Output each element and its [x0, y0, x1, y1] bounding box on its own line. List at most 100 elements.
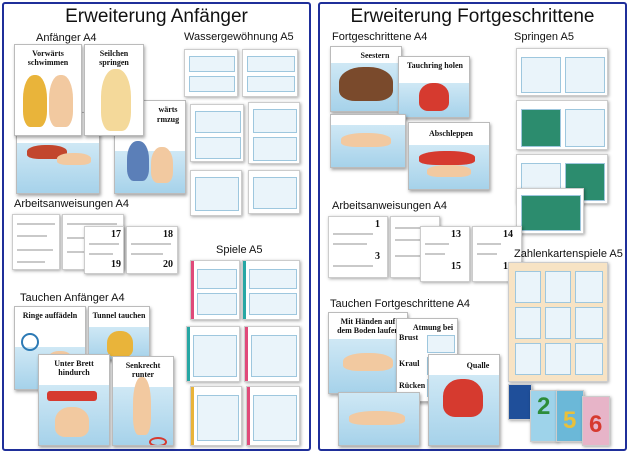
- card-label: rmzug: [156, 115, 180, 124]
- card-label: Rücken: [399, 381, 426, 390]
- worksheet: [242, 49, 298, 97]
- swimmer-figure: [349, 411, 405, 425]
- section-label-tauchen-fortgeschrittene: Tauchen Fortgeschrittene A4: [330, 298, 471, 310]
- game-sheet: [242, 260, 300, 320]
- number-card: [508, 384, 532, 420]
- card-digit: 2: [537, 393, 551, 420]
- child-figure: [55, 407, 89, 437]
- sheet-number: 14: [503, 229, 513, 240]
- section-label-springen: Springen A5: [514, 31, 574, 43]
- card-back-tauchen: [338, 392, 420, 446]
- card-label: Abschleppen: [428, 129, 473, 138]
- jump-sheet: [516, 100, 608, 150]
- card-vorwaerts-schwimmen: Vorwärts schwimmen: [14, 44, 82, 136]
- instruction-sheet: [12, 214, 60, 270]
- card-back-fortgeschrittene: [330, 114, 406, 168]
- child-figure: [151, 147, 173, 183]
- sheet-number: 18: [163, 229, 173, 240]
- panel-title: Erweiterung Fortgeschrittene: [350, 6, 595, 27]
- card-label: Unter Brett hindurch: [54, 359, 94, 377]
- card-label: Seestern: [360, 51, 390, 60]
- number-card: 6: [582, 396, 610, 446]
- sheet-number: 19: [111, 259, 121, 270]
- section-label-arbeitsanweisungen-f: Arbeitsanweisungen A4: [332, 200, 447, 212]
- section-label-fortgeschrittene: Fortgeschrittene A4: [332, 31, 428, 43]
- swimmer-figure: [427, 165, 471, 177]
- card-digit: 5: [563, 407, 577, 434]
- swimmer-figure: [57, 153, 91, 165]
- card-label: Vorwärts schwimmen: [27, 49, 69, 67]
- card-seestern: Seestern: [330, 46, 402, 112]
- number-card: 5: [556, 390, 584, 442]
- sheet-number: 15: [451, 261, 461, 272]
- panel-fortgeschrittene: Erweiterung Fortgeschrittene Fortgeschri…: [318, 2, 627, 451]
- game-sheet: [190, 386, 242, 446]
- panel-title: Erweiterung Anfänger: [65, 6, 248, 27]
- worksheet: [248, 102, 300, 164]
- card-label: Brust: [399, 333, 419, 342]
- child-figure: [419, 83, 449, 111]
- game-sheet: [186, 326, 240, 382]
- card-label: Senkrecht runter: [125, 361, 161, 379]
- number-card: 2: [530, 390, 558, 442]
- card-label: Atmung bei: [412, 323, 454, 332]
- game-sheet: [244, 326, 300, 382]
- sheet-number: 20: [163, 259, 173, 270]
- card-tauchring-holen: Tauchring holen: [398, 56, 470, 118]
- card-label: Tunnel tauchen: [92, 311, 146, 320]
- section-label-anfaenger: Anfänger A4: [36, 32, 97, 44]
- card-tunnel-tauchen: Tunnel tauchen: [88, 306, 150, 360]
- card-label: Ringe auffädeln: [22, 311, 78, 320]
- child-figure: [127, 141, 149, 181]
- instruction-sheet: 13 15: [420, 226, 470, 282]
- swimmer-figure: [339, 67, 393, 101]
- child-figure: [49, 75, 73, 127]
- child-figure: [133, 377, 151, 435]
- card-qualle: Qualle: [428, 354, 500, 446]
- sheet-number: 3: [375, 251, 380, 262]
- card-label: wärts: [158, 105, 178, 114]
- worksheet: [184, 49, 238, 97]
- swimmer-figure: [419, 151, 475, 165]
- card-back-right: wärts rmzug: [114, 100, 186, 194]
- section-label-arbeitsanweisungen: Arbeitsanweisungen A4: [14, 198, 129, 210]
- worksheet: [190, 170, 242, 216]
- ring-icon: [149, 437, 167, 445]
- card-unter-brett-hindurch: Unter Brett hindurch: [38, 354, 110, 446]
- number-card-sheet: [508, 262, 608, 382]
- sheet-number: 13: [451, 229, 461, 240]
- sheet-number: 1: [375, 219, 380, 230]
- card-label: Mit Händen auf dem Boden laufen: [337, 317, 399, 335]
- card-label: Seilchen springen: [99, 49, 129, 67]
- worksheet: [248, 170, 300, 214]
- card-label: Kraul: [399, 359, 420, 368]
- card-digit: 6: [589, 411, 603, 438]
- section-label-zahlenkartenspiele: Zahlenkartenspiele A5: [514, 248, 623, 260]
- game-sheet: [190, 260, 240, 320]
- game-sheet: [246, 386, 300, 446]
- panel-anfaenger: Erweiterung Anfänger Anfänger A4 Wasserg…: [2, 2, 311, 451]
- child-figure: [107, 331, 133, 357]
- card-seilchen-springen: Seilchen springen: [84, 44, 144, 136]
- card-mit-haenden-laufen: Mit Händen auf dem Boden laufen: [328, 312, 408, 394]
- card-label: Qualle: [466, 361, 490, 370]
- section-label-wassergewoehnung: Wassergewöhnung A5: [184, 31, 294, 43]
- section-label-tauchen-anfaenger: Tauchen Anfänger A4: [20, 292, 125, 304]
- child-figure: [23, 75, 47, 127]
- instruction-sheet: 1 3: [328, 216, 388, 278]
- jump-sheet: [516, 188, 584, 234]
- card-senkrecht-runter: Senkrecht runter: [112, 356, 174, 446]
- sheet-number: 17: [111, 229, 121, 240]
- card-abschleppen: Abschleppen: [408, 122, 490, 190]
- worksheet: [190, 104, 244, 162]
- child-figure: [101, 69, 131, 131]
- instruction-sheet: 17 19: [84, 226, 124, 274]
- section-label-spiele: Spiele A5: [216, 244, 263, 256]
- card-label: Tauchring holen: [407, 61, 463, 70]
- board-icon: [47, 391, 97, 401]
- jump-sheet: [516, 48, 608, 96]
- swimmer-figure: [343, 353, 393, 371]
- swimmer-figure: [341, 133, 391, 147]
- instruction-sheet: 18 20: [126, 226, 178, 274]
- ring-icon: [21, 333, 39, 351]
